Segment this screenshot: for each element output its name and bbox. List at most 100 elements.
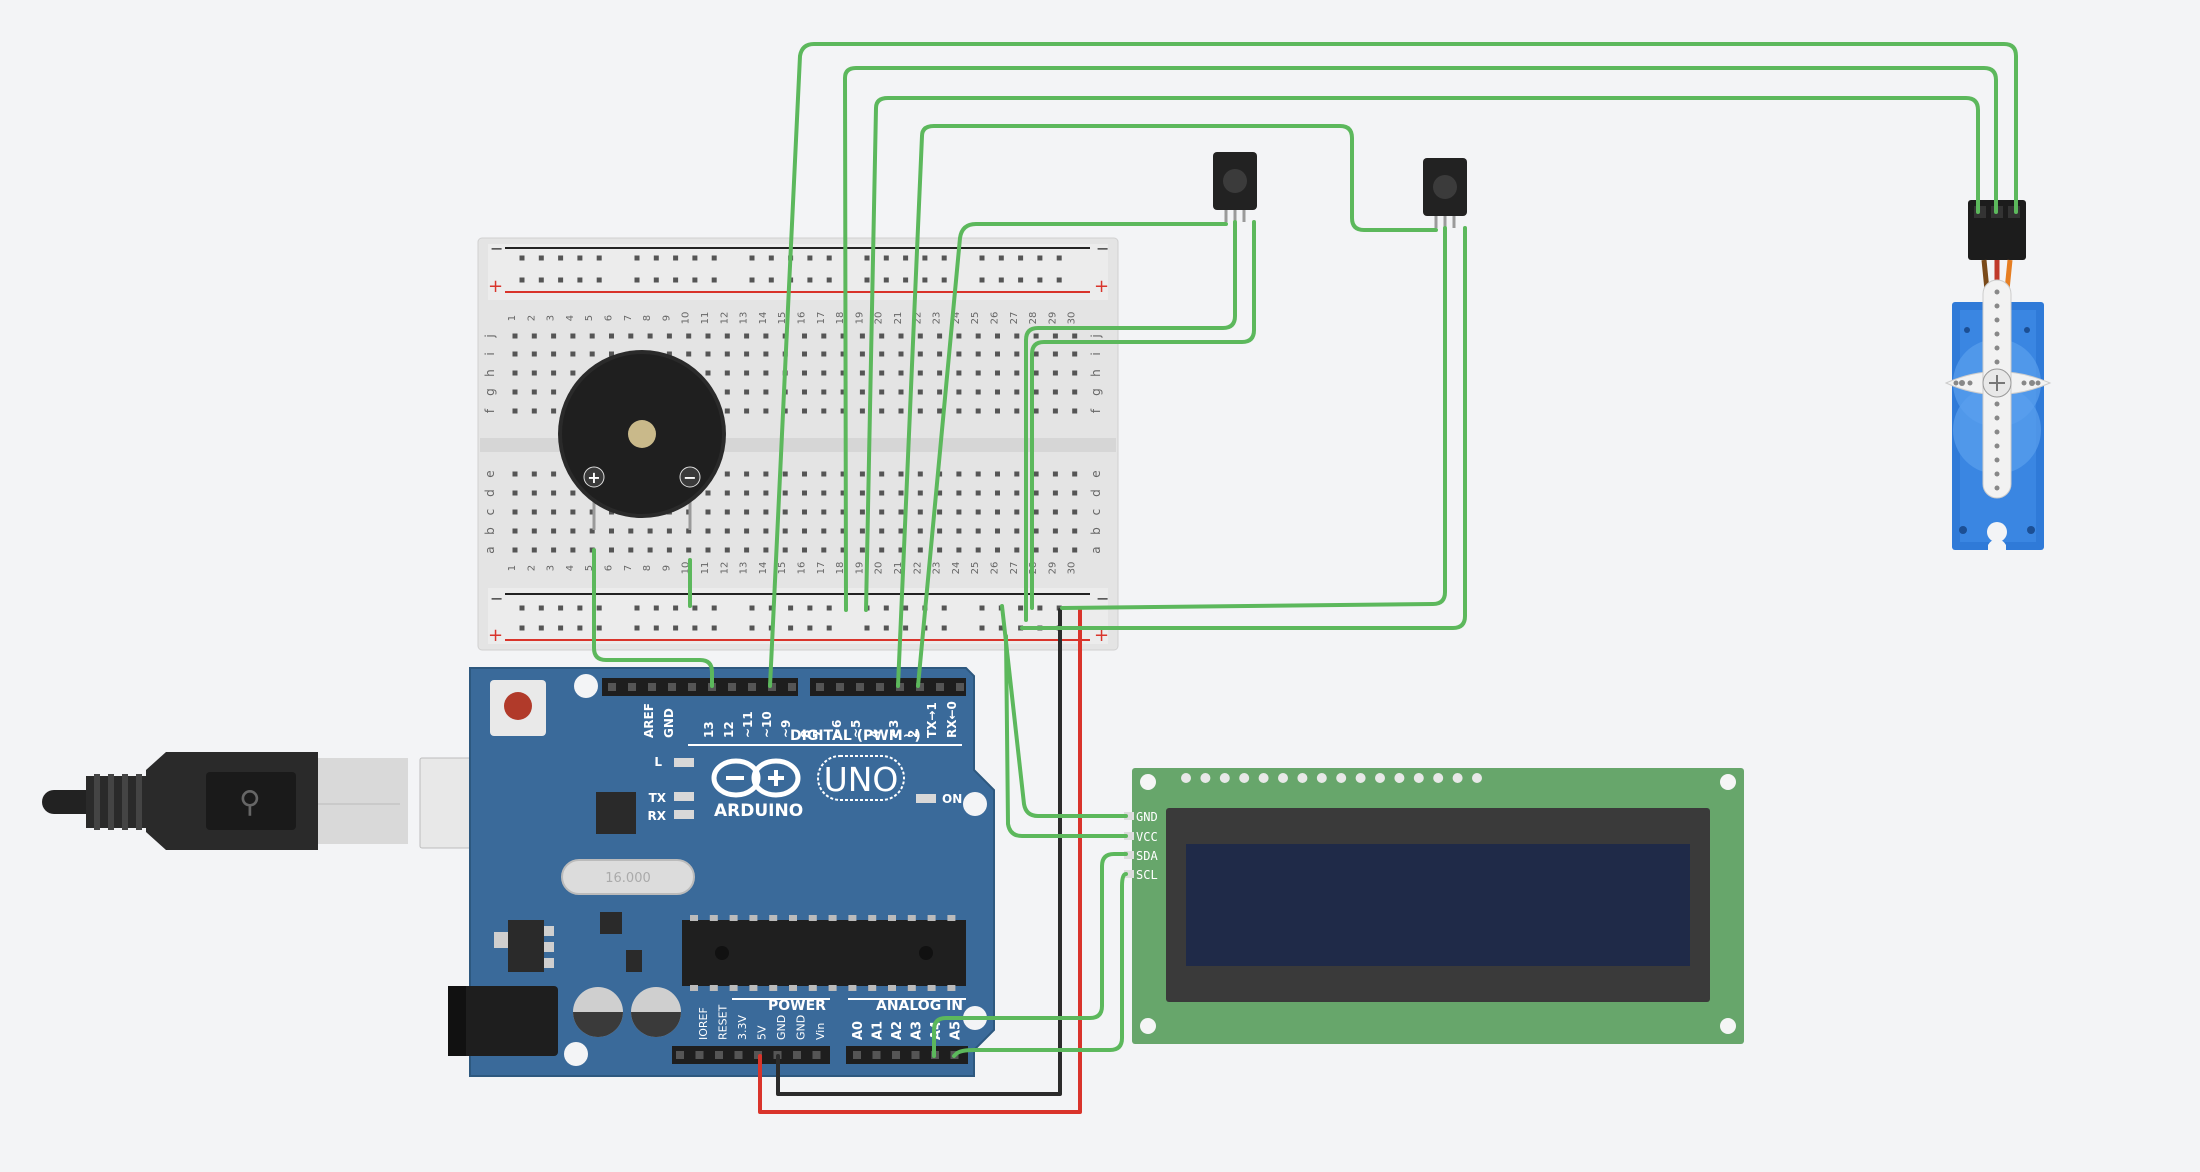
breadboard-hole[interactable] — [1033, 408, 1039, 414]
breadboard-hole[interactable] — [763, 509, 769, 515]
breadboard-hole[interactable] — [724, 528, 730, 534]
breadboard-hole[interactable] — [802, 509, 807, 515]
breadboard-hole[interactable] — [1033, 509, 1039, 515]
rail-hole[interactable] — [653, 605, 659, 611]
breadboard-hole[interactable] — [937, 351, 943, 357]
breadboard-hole[interactable] — [1052, 351, 1058, 357]
breadboard-hole[interactable] — [531, 547, 537, 553]
breadboard-hole[interactable] — [724, 547, 730, 553]
rail-hole[interactable] — [864, 277, 870, 283]
breadboard-hole[interactable] — [570, 370, 576, 376]
rail-hole[interactable] — [692, 625, 698, 631]
breadboard-hole[interactable] — [802, 528, 807, 534]
breadboard-hole[interactable] — [782, 408, 788, 414]
breadboard-hole[interactable] — [1072, 370, 1078, 376]
rail-hole[interactable] — [692, 605, 698, 611]
rail-hole[interactable] — [519, 255, 525, 261]
breadboard-hole[interactable] — [859, 408, 865, 414]
rail-hole[interactable] — [883, 625, 889, 631]
rail-hole[interactable] — [768, 277, 774, 283]
breadboard-hole[interactable] — [1072, 408, 1078, 414]
breadboard-hole[interactable] — [763, 370, 769, 376]
rail-hole[interactable] — [558, 277, 564, 283]
lcd-header-pin[interactable] — [1355, 773, 1366, 783]
rail-hole[interactable] — [998, 277, 1004, 283]
breadboard-hole[interactable] — [917, 490, 923, 496]
breadboard-hole[interactable] — [705, 509, 711, 515]
breadboard-hole[interactable] — [898, 471, 904, 477]
rail-hole[interactable] — [577, 625, 583, 631]
breadboard-hole[interactable] — [744, 471, 750, 477]
lcd-header-pin[interactable] — [1181, 773, 1191, 783]
breadboard-hole[interactable] — [995, 408, 1000, 414]
rail-hole[interactable] — [1056, 277, 1062, 283]
breadboard-hole[interactable] — [531, 333, 537, 339]
digital-header-pin[interactable] — [788, 683, 796, 691]
rail-hole[interactable] — [941, 255, 947, 261]
breadboard-hole[interactable] — [1052, 408, 1058, 414]
digital-header-pin[interactable] — [668, 683, 676, 691]
breadboard-hole[interactable] — [859, 370, 865, 376]
lcd-header-pin[interactable] — [1336, 773, 1347, 783]
rail-hole[interactable] — [826, 255, 832, 261]
breadboard-hole[interactable] — [531, 490, 537, 496]
rail-hole[interactable] — [711, 277, 717, 283]
breadboard-hole[interactable] — [859, 471, 865, 477]
rail-hole[interactable] — [634, 277, 640, 283]
servo-motor[interactable] — [1944, 200, 2052, 550]
breadboard-hole[interactable] — [744, 389, 750, 395]
rail-hole[interactable] — [864, 625, 870, 631]
rail-hole[interactable] — [807, 625, 813, 631]
breadboard-hole[interactable] — [705, 528, 711, 534]
breadboard-hole[interactable] — [1033, 471, 1039, 477]
digital-header-pin[interactable] — [836, 683, 844, 691]
breadboard-hole[interactable] — [1014, 389, 1020, 395]
rail-hole[interactable] — [922, 277, 928, 283]
breadboard-hole[interactable] — [917, 333, 923, 339]
breadboard-hole[interactable] — [512, 528, 518, 534]
breadboard-hole[interactable] — [956, 333, 962, 339]
rail-hole[interactable] — [1037, 605, 1043, 611]
breadboard-hole[interactable] — [1014, 471, 1020, 477]
breadboard-hole[interactable] — [1014, 408, 1020, 414]
rail-hole[interactable] — [519, 277, 525, 283]
breadboard-hole[interactable] — [821, 408, 827, 414]
rail-hole[interactable] — [634, 255, 640, 261]
rail-hole[interactable] — [634, 605, 640, 611]
breadboard-hole[interactable] — [840, 471, 846, 477]
rail-hole[interactable] — [883, 255, 889, 261]
breadboard-hole[interactable] — [975, 351, 981, 357]
breadboard-hole[interactable] — [802, 547, 807, 553]
breadboard-hole[interactable] — [782, 509, 788, 515]
breadboard-hole[interactable] — [802, 490, 807, 496]
breadboard[interactable]: − + − + − + − + 112233445566778899101011… — [477, 237, 1119, 651]
breadboard-hole[interactable] — [917, 547, 923, 553]
breadboard-hole[interactable] — [1072, 351, 1078, 357]
breadboard-hole[interactable] — [1014, 370, 1020, 376]
breadboard-hole[interactable] — [686, 351, 692, 357]
rail-hole[interactable] — [979, 605, 985, 611]
breadboard-hole[interactable] — [512, 490, 518, 496]
breadboard-hole[interactable] — [917, 389, 923, 395]
breadboard-hole[interactable] — [956, 389, 962, 395]
rail-hole[interactable] — [941, 277, 947, 283]
breadboard-hole[interactable] — [1033, 389, 1039, 395]
rail-hole[interactable] — [692, 255, 698, 261]
breadboard-hole[interactable] — [763, 389, 769, 395]
breadboard-hole[interactable] — [975, 333, 981, 339]
breadboard-hole[interactable] — [821, 389, 827, 395]
breadboard-hole[interactable] — [1033, 351, 1039, 357]
breadboard-hole[interactable] — [609, 528, 614, 534]
power-header-pin[interactable] — [812, 1051, 821, 1059]
rail-hole[interactable] — [673, 605, 679, 611]
breadboard-hole[interactable] — [898, 389, 904, 395]
breadboard-hole[interactable] — [686, 547, 692, 553]
breadboard-hole[interactable] — [647, 528, 653, 534]
digital-header-pin[interactable] — [816, 683, 824, 691]
breadboard-hole[interactable] — [512, 408, 518, 414]
rail-hole[interactable] — [653, 255, 659, 261]
analog-header-pin[interactable] — [853, 1051, 861, 1059]
rail-hole[interactable] — [749, 625, 755, 631]
rail-hole[interactable] — [711, 605, 717, 611]
digital-header-pin[interactable] — [768, 683, 776, 691]
